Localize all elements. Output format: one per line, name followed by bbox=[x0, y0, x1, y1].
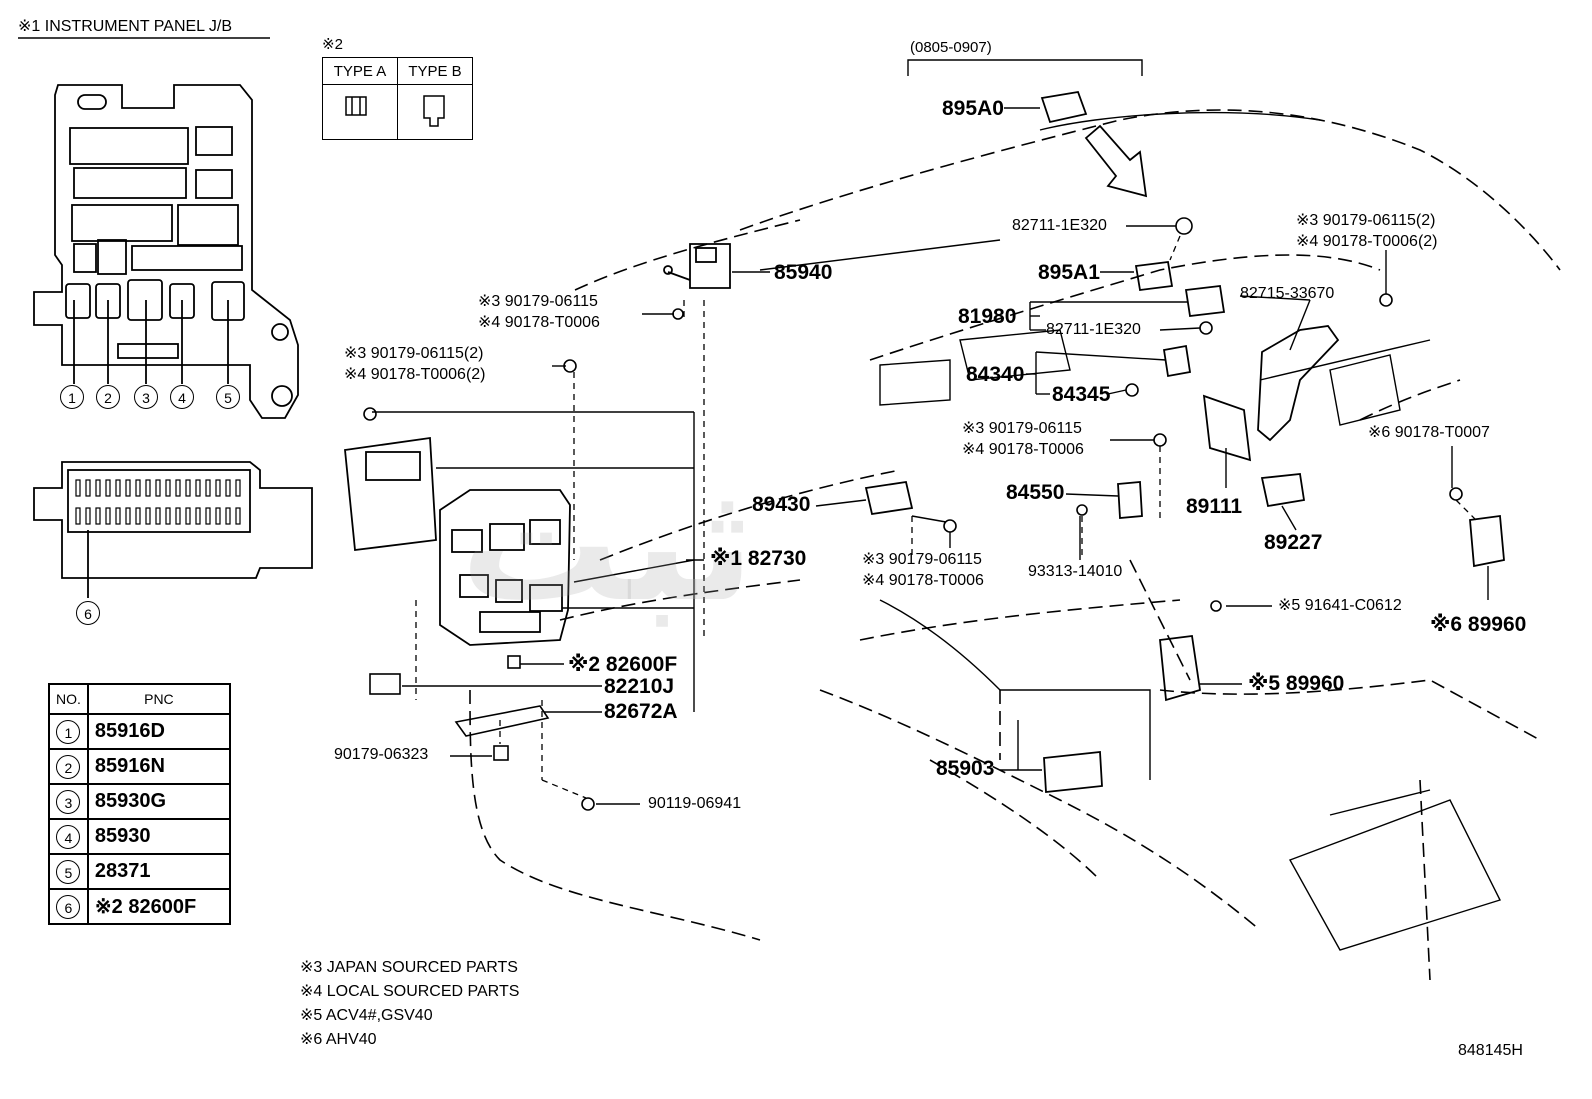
label-3-90179-c[interactable]: ※3 90179-06115 bbox=[962, 420, 1082, 437]
label-89111[interactable]: 89111 bbox=[1186, 495, 1243, 518]
row-number: 2 bbox=[56, 754, 81, 779]
pnc-col-no: NO. bbox=[48, 683, 89, 715]
callout-6: 6 bbox=[76, 601, 100, 625]
label-4-90178-top-r[interactable]: ※4 90178-T0006(2) bbox=[1296, 233, 1438, 250]
row-number: 5 bbox=[56, 859, 81, 884]
dashed-leaders bbox=[415, 235, 1477, 799]
callout-1: 1 bbox=[60, 385, 84, 409]
label-82730[interactable]: ※1 82730 bbox=[710, 547, 807, 570]
row-number: 4 bbox=[56, 824, 81, 849]
label-4-90178-d[interactable]: ※4 90178-T0006 bbox=[862, 572, 984, 589]
label-3-90179-b[interactable]: ※3 90179-06115(2) bbox=[344, 345, 484, 362]
table-row: 6 ※2 82600F bbox=[48, 888, 231, 925]
table-row: 3 85930G bbox=[48, 783, 231, 820]
callout-5: 5 bbox=[216, 385, 240, 409]
row-pnc[interactable]: ※2 82600F bbox=[86, 888, 231, 925]
note-5: ※5 ACV4#,GSV40 bbox=[300, 1007, 433, 1024]
dashboard-outline bbox=[469, 109, 1561, 981]
watermark: ثبت bbox=[460, 450, 755, 637]
label-3-90179-d[interactable]: ※3 90179-06115 bbox=[862, 551, 982, 568]
label-82711-a[interactable]: 82711-1E320 bbox=[1012, 217, 1107, 234]
row-number: 6 bbox=[56, 894, 81, 919]
label-4-90178-c[interactable]: ※4 90178-T0006 bbox=[962, 441, 1084, 458]
jb-lower-outline bbox=[33, 461, 313, 598]
pnc-table: NO. PNC 1 85916D 2 85916N 3 85930G 4 859… bbox=[48, 683, 231, 925]
note-6: ※6 AHV40 bbox=[300, 1031, 377, 1048]
label-5-89960[interactable]: ※5 89960 bbox=[1248, 672, 1345, 695]
label-5-91641[interactable]: ※5 91641-C0612 bbox=[1278, 597, 1402, 614]
table-row: 1 85916D bbox=[48, 713, 231, 750]
table-row: 5 28371 bbox=[48, 853, 231, 890]
row-pnc[interactable]: 85916D bbox=[86, 713, 231, 750]
label-89227[interactable]: 89227 bbox=[1264, 531, 1323, 554]
label-89430[interactable]: 89430 bbox=[752, 493, 811, 516]
row-number: 1 bbox=[56, 719, 81, 744]
figure-id: 848145H bbox=[1458, 1042, 1523, 1059]
table-row: 2 85916N bbox=[48, 748, 231, 785]
label-84550[interactable]: 84550 bbox=[1006, 481, 1065, 504]
label-81980[interactable]: 81980 bbox=[958, 305, 1017, 328]
date-range: (0805-0907) bbox=[910, 39, 992, 56]
label-90179-06323[interactable]: 90179-06323 bbox=[334, 746, 429, 763]
jb-outline bbox=[33, 84, 299, 419]
jb-title: ※1 INSTRUMENT PANEL J/B bbox=[18, 18, 233, 35]
label-6-90178[interactable]: ※6 90178-T0007 bbox=[1368, 424, 1490, 441]
type-b-label: TYPE B bbox=[397, 57, 473, 85]
fuse-type-table: TYPE A TYPE B bbox=[322, 57, 473, 140]
callout-3: 3 bbox=[134, 385, 158, 409]
row-pnc[interactable]: 85930 bbox=[86, 818, 231, 855]
row-pnc[interactable]: 85916N bbox=[86, 748, 231, 785]
label-895A0[interactable]: 895A0 bbox=[942, 97, 1004, 120]
label-3-90179-top-r[interactable]: ※3 90179-06115(2) bbox=[1296, 212, 1436, 229]
label-4-90178-a[interactable]: ※4 90178-T0006 bbox=[478, 314, 600, 331]
label-84340[interactable]: 84340 bbox=[966, 363, 1025, 386]
type-a-label: TYPE A bbox=[322, 57, 398, 85]
pnc-col-pnc: PNC bbox=[86, 683, 231, 715]
relay-block-82730 bbox=[344, 436, 571, 646]
label-82600F[interactable]: ※2 82600F bbox=[568, 653, 678, 676]
row-number: 3 bbox=[56, 789, 81, 814]
label-82715[interactable]: 82715-33670 bbox=[1240, 285, 1335, 302]
label-93313[interactable]: 93313-14010 bbox=[1028, 563, 1123, 580]
note-3: ※3 JAPAN SOURCED PARTS bbox=[300, 959, 518, 976]
callout-4: 4 bbox=[170, 385, 194, 409]
label-90119[interactable]: 90119-06941 bbox=[648, 795, 742, 812]
label-85940[interactable]: 85940 bbox=[774, 261, 833, 284]
label-82672A[interactable]: 82672A bbox=[604, 700, 678, 723]
label-3-90179-a[interactable]: ※3 90179-06115 bbox=[478, 293, 598, 310]
label-4-90178-b[interactable]: ※4 90178-T0006(2) bbox=[344, 366, 486, 383]
dashboard-solid-lines bbox=[759, 111, 1501, 951]
label-85903[interactable]: 85903 bbox=[936, 757, 995, 780]
note2-mark: ※2 bbox=[322, 36, 343, 53]
row-pnc[interactable]: 28371 bbox=[86, 853, 231, 890]
leader-lines bbox=[372, 107, 1489, 805]
row-pnc[interactable]: 85930G bbox=[86, 783, 231, 820]
label-82711-b[interactable]: 82711-1E320 bbox=[1046, 321, 1141, 338]
label-84345[interactable]: 84345 bbox=[1052, 383, 1111, 406]
label-6-89960[interactable]: ※6 89960 bbox=[1430, 613, 1527, 636]
callout-2: 2 bbox=[96, 385, 120, 409]
table-row: 4 85930 bbox=[48, 818, 231, 855]
label-82210J[interactable]: 82210J bbox=[604, 675, 675, 698]
label-895A1[interactable]: 895A1 bbox=[1038, 261, 1100, 284]
note-4: ※4 LOCAL SOURCED PARTS bbox=[300, 983, 520, 1000]
